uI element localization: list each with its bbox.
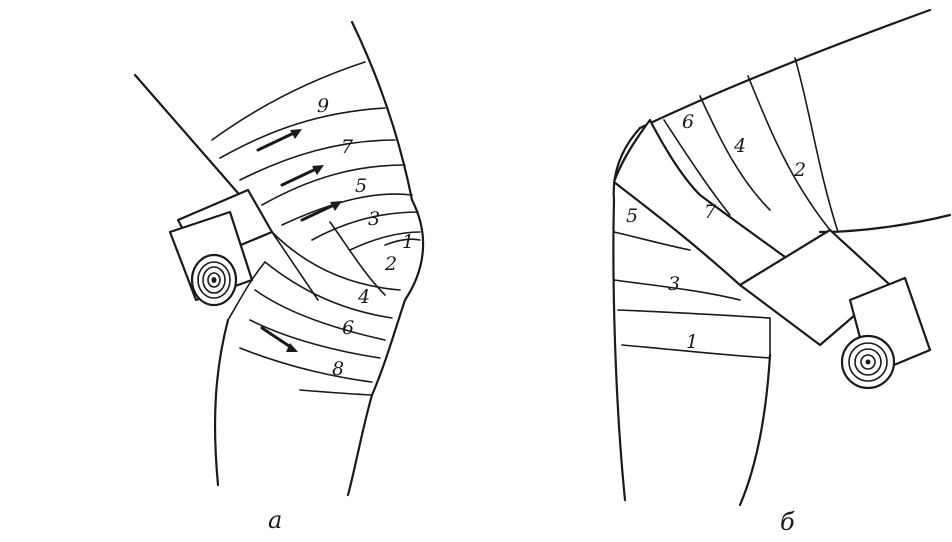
turn-number: 2: [384, 253, 397, 275]
turn-number: 2: [793, 159, 806, 181]
turn-number: 3: [668, 273, 680, 295]
turn-number: 8: [332, 358, 344, 380]
turn-number: 6: [342, 317, 354, 339]
turn-number: 9: [317, 95, 329, 117]
turn-number: 1: [402, 231, 414, 253]
turn-number: 6: [682, 111, 694, 133]
turn-number: 5: [626, 205, 638, 227]
turn-number: 7: [704, 201, 717, 223]
direction-arrows-a: [258, 129, 342, 352]
panel-a-knee: 9 7 5 3 1 2 4 6 8 а: [135, 22, 423, 534]
turn-number: 7: [341, 136, 354, 158]
turn-number: 3: [368, 208, 380, 230]
turn-number: 4: [733, 135, 746, 157]
turn-number: 1: [686, 331, 698, 353]
panel-caption-a: а: [268, 506, 282, 534]
turn-number: 4: [357, 286, 370, 308]
turn-number: 5: [355, 175, 367, 197]
panel-caption-b: б: [780, 508, 795, 536]
panel-b-shoulder: 6 4 2 7 5 3 1 б: [613, 10, 950, 536]
